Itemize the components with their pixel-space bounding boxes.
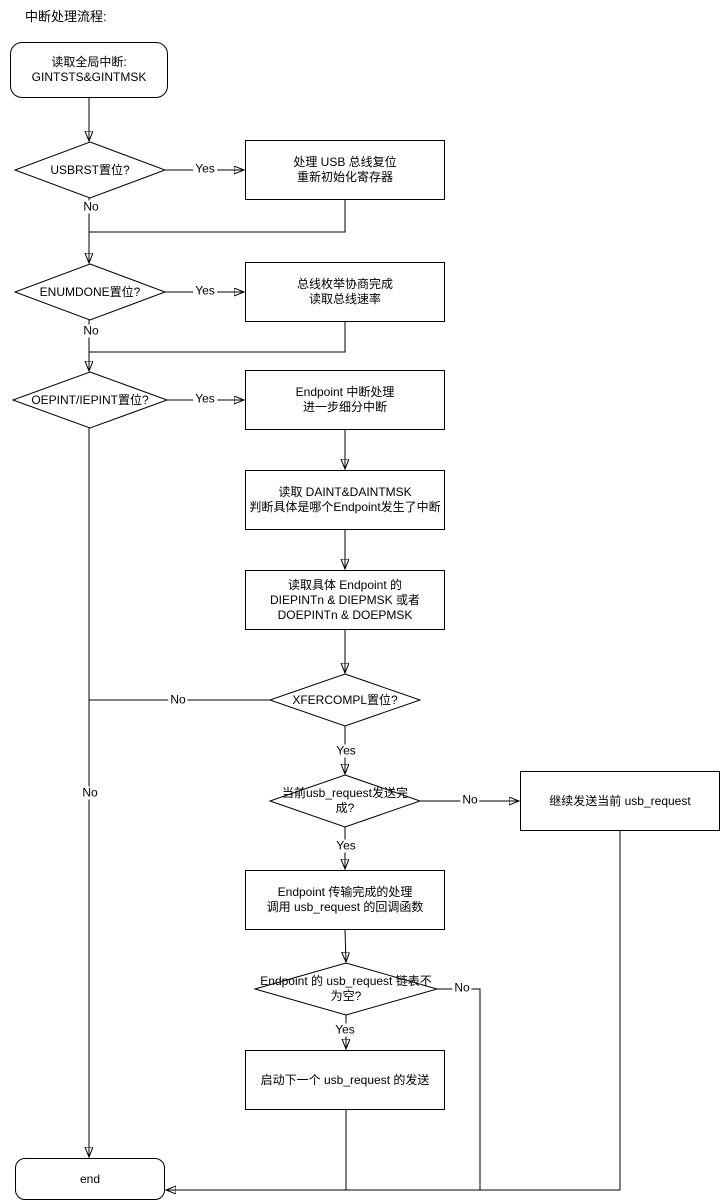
decision-list-shape: [253, 962, 439, 1016]
process-endpoint-interrupt-label: Endpoint 中断处理 进一步细分中断: [295, 385, 395, 414]
process-transfer-complete-label: Endpoint 传输完成的处理 调用 usb_request 的回调函数: [266, 885, 424, 914]
edge-label-enumdone-no: No: [81, 323, 101, 338]
edge-label-usbrst-yes: Yes: [193, 161, 217, 176]
edge-label-list-yes: Yes: [333, 1022, 357, 1037]
process-read-diepint: 读取具体 Endpoint 的 DIEPINTn & DIEPMSK 或者 DO…: [245, 570, 445, 630]
decision-enumdone: ENUMDONE置位?: [15, 264, 165, 320]
process-usb-reset-label: 处理 USB 总线复位 重新初始化寄存器: [293, 155, 397, 184]
process-read-daint: 读取 DAINT&DAINTMSK 判断具体是哪个Endpoint发生了中断: [245, 470, 445, 530]
process-enum-done-label: 总线枚举协商完成 读取总线速率: [296, 277, 393, 306]
process-continue-request-label: 继续发送当前 usb_request: [549, 793, 691, 808]
edge-label-xfercompl-yes: Yes: [334, 743, 358, 758]
decision-usbrst-shape: [13, 141, 167, 199]
edge-label-epint-no: No: [80, 785, 100, 800]
process-read-diepint-label: 读取具体 Endpoint 的 DIEPINTn & DIEPMSK 或者 DO…: [269, 577, 421, 622]
edge-enumdone-merge: [89, 322, 346, 353]
decision-epint-shape: [11, 371, 169, 429]
decision-xfercompl-label: XFERCOMPL置位?: [292, 692, 398, 707]
edge-complete-to-list: [345, 929, 346, 962]
process-transfer-complete: Endpoint 传输完成的处理 调用 usb_request 的回调函数: [245, 870, 445, 930]
decision-xfercompl-shape: [268, 673, 422, 727]
edge-label-xfercompl-no: No: [168, 692, 188, 707]
edge-usbreset-merge: [89, 200, 346, 233]
decision-usbrst-label: USBRST置位?: [50, 162, 130, 177]
decision-epint-label: OEPINT/IEPINT置位?: [31, 392, 149, 407]
process-read-daint-label: 读取 DAINT&DAINTMSK 判断具体是哪个Endpoint发生了中断: [249, 485, 441, 514]
decision-xfercompl: XFERCOMPL置位?: [270, 674, 420, 726]
edge-label-list-no: No: [452, 980, 472, 995]
decision-reqdone-shape: [268, 774, 422, 828]
edge-list-no: [437, 988, 481, 1190]
end-label: end: [79, 1171, 101, 1186]
decision-request-done: 当前usb_request发送完 成?: [270, 775, 420, 827]
start-node: 读取全局中断: GINTSTS&GINTMSK: [10, 42, 168, 98]
edge-label-reqdone-no: No: [460, 792, 480, 807]
decision-enumdone-shape: [13, 263, 167, 321]
edge-label-epint-yes: Yes: [193, 391, 217, 406]
edge-continue-to-end: [166, 831, 621, 1190]
diagram-title: 中断处理流程:: [25, 9, 107, 24]
process-enum-done: 总线枚举协商完成 读取总线速率: [245, 262, 445, 322]
decision-request-list: Endpoint 的 usb_request 链表不 为空?: [255, 963, 437, 1015]
process-start-next-request-label: 启动下一个 usb_request 的发送: [260, 1072, 430, 1087]
decision-request-list-label: Endpoint 的 usb_request 链表不 为空?: [260, 974, 432, 1003]
decision-enumdone-label: ENUMDONE置位?: [39, 284, 141, 299]
decision-usbrst: USBRST置位?: [15, 142, 165, 198]
edge-label-reqdone-yes: Yes: [334, 838, 358, 853]
end-node: end: [15, 1158, 165, 1200]
process-continue-request: 继续发送当前 usb_request: [520, 771, 720, 831]
decision-epint: OEPINT/IEPINT置位?: [13, 372, 167, 428]
process-start-next-request: 启动下一个 usb_request 的发送: [245, 1050, 445, 1110]
decision-request-done-label: 当前usb_request发送完 成?: [281, 786, 409, 815]
process-endpoint-interrupt: Endpoint 中断处理 进一步细分中断: [245, 370, 445, 430]
edge-label-enumdone-yes: Yes: [193, 283, 217, 298]
start-label: 读取全局中断: GINTSTS&GINTMSK: [31, 55, 147, 84]
process-usb-reset: 处理 USB 总线复位 重新初始化寄存器: [245, 140, 445, 200]
edge-label-usbrst-no: No: [81, 199, 101, 214]
